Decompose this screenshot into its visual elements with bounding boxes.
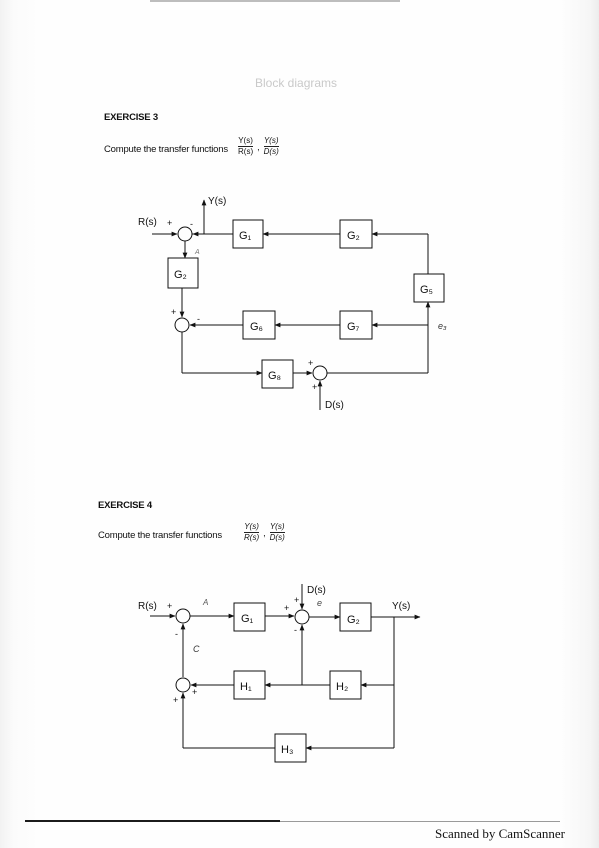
ex4-handwritten-a: A	[202, 598, 208, 607]
ex3-label-g5: G₅	[420, 284, 433, 296]
exercise4-frac1-den: R(s)	[244, 533, 260, 542]
ex4-sign-sum3-plus-bottom: +	[173, 695, 178, 705]
bottom-edge-line	[25, 820, 280, 822]
ex4-block-g1	[233, 602, 266, 632]
ex4-sum-junction-2	[294, 609, 310, 625]
ex4-label-h3: H₃	[281, 744, 293, 756]
ex4-output-label: Y(s)	[392, 601, 410, 612]
ex3-label-g7: G₇	[347, 321, 360, 333]
ex3-block-g2-top	[339, 219, 373, 249]
ex4-input-label: R(s)	[138, 601, 157, 612]
exercise3-comma: ,	[257, 141, 260, 152]
ex3-sign-sum3-plus-bottom: +	[312, 382, 317, 392]
exercise3-frac1-num: Y(s)	[238, 136, 254, 147]
ex4-label-g2: G₂	[347, 614, 360, 626]
ex4-sign-sum2-plus-top: +	[294, 595, 299, 605]
scanner-watermark: Scanned by CamScanner	[435, 826, 565, 841]
exercise4-frac1: Y(s) R(s)	[244, 522, 260, 543]
ex3-handwritten-a: A	[194, 249, 200, 256]
exercise4-prompt: Compute the transfer functions	[98, 530, 222, 541]
bottom-edge-line-faint	[280, 821, 560, 822]
exercise4-frac1-num: Y(s)	[244, 522, 260, 533]
ex4-block-h3	[274, 733, 307, 763]
ex3-handwritten-e3: e₃	[438, 321, 447, 331]
ex3-label-g6: G₆	[250, 321, 263, 333]
ex3-label-g1: G₁	[239, 230, 252, 242]
exercise3-frac2: Y(s) D(s)	[263, 136, 279, 157]
ex3-sum-junction-3	[312, 365, 328, 381]
exercise3-frac1-den: R(s)	[238, 147, 254, 156]
ex4-block-h1	[233, 670, 266, 700]
ex3-input-label: R(s)	[138, 217, 157, 228]
exercise3-diagram	[152, 199, 445, 410]
ex4-label-h2: H₂	[336, 681, 348, 693]
ex4-sign-sum2-minus: -	[294, 625, 297, 635]
ex3-block-g6	[242, 310, 276, 340]
ex3-sign-sum1-plus: +	[167, 218, 172, 228]
ex4-sum-junction-3	[175, 677, 191, 693]
top-edge-line	[150, 0, 400, 2]
ex4-sign-sum1-plus: +	[167, 601, 172, 611]
ex4-sign-sum2-plus-left: +	[284, 603, 289, 613]
exercise3-frac1: Y(s) R(s)	[238, 136, 254, 157]
exercise4-frac2: Y(s) D(s)	[269, 522, 285, 543]
exercise4-frac2-den: D(s)	[269, 533, 285, 542]
ex4-sum-junction-1	[175, 608, 191, 624]
ex3-label-g2-left: G₂	[174, 269, 187, 281]
exercise4-title: EXERCISE 4	[98, 500, 152, 511]
ex3-disturbance-label: D(s)	[325, 400, 344, 411]
exercise4-diagram	[150, 584, 421, 763]
ex3-output-label: Y(s)	[208, 196, 226, 207]
exercise3-frac2-den: D(s)	[263, 147, 279, 156]
ex3-sign-sum2-plus: +	[171, 307, 176, 317]
ex3-block-g8	[261, 359, 294, 389]
ex3-label-g2-top: G₂	[347, 230, 360, 242]
faded-bleed-through-title: Block diagrams	[255, 76, 338, 90]
exercise4-fractions: Y(s) R(s) , Y(s) D(s)	[244, 522, 285, 543]
ex4-sign-sum3-plus-right: +	[192, 687, 197, 697]
ex3-sum-junction-1	[177, 226, 193, 242]
exercise4-frac2-num: Y(s)	[269, 522, 285, 533]
exercise3-frac2-num: Y(s)	[263, 136, 279, 147]
ex4-handwritten-c: C	[193, 644, 200, 654]
ex4-handwritten-e: e	[317, 598, 322, 608]
ex4-block-g2	[339, 602, 372, 632]
exercise3-fractions: Y(s) R(s) , Y(s) D(s)	[238, 136, 279, 157]
ex3-sign-sum2-minus: -	[197, 314, 200, 324]
ex4-disturbance-label: D(s)	[307, 585, 326, 596]
ex4-label-g1: G₁	[241, 613, 254, 625]
ex3-sign-sum3-plus-top: +	[308, 358, 313, 368]
ex4-block-h2	[329, 670, 362, 700]
ex3-block-g7	[339, 310, 373, 340]
exercise4-comma: ,	[263, 527, 266, 538]
ex3-block-g1	[232, 219, 264, 249]
exercise3-title: EXERCISE 3	[104, 112, 158, 123]
ex4-sign-sum1-minus: -	[175, 629, 178, 639]
ex3-block-g2-left	[167, 257, 199, 289]
ex4-label-h1: H₁	[240, 681, 252, 693]
ex3-sum-junction-2	[174, 317, 190, 333]
exercise3-prompt: Compute the transfer functions	[104, 144, 228, 155]
ex3-label-g8: G₈	[268, 370, 281, 382]
ex3-sign-sum1-minus: -	[190, 219, 193, 229]
ex3-block-g5	[413, 273, 445, 303]
